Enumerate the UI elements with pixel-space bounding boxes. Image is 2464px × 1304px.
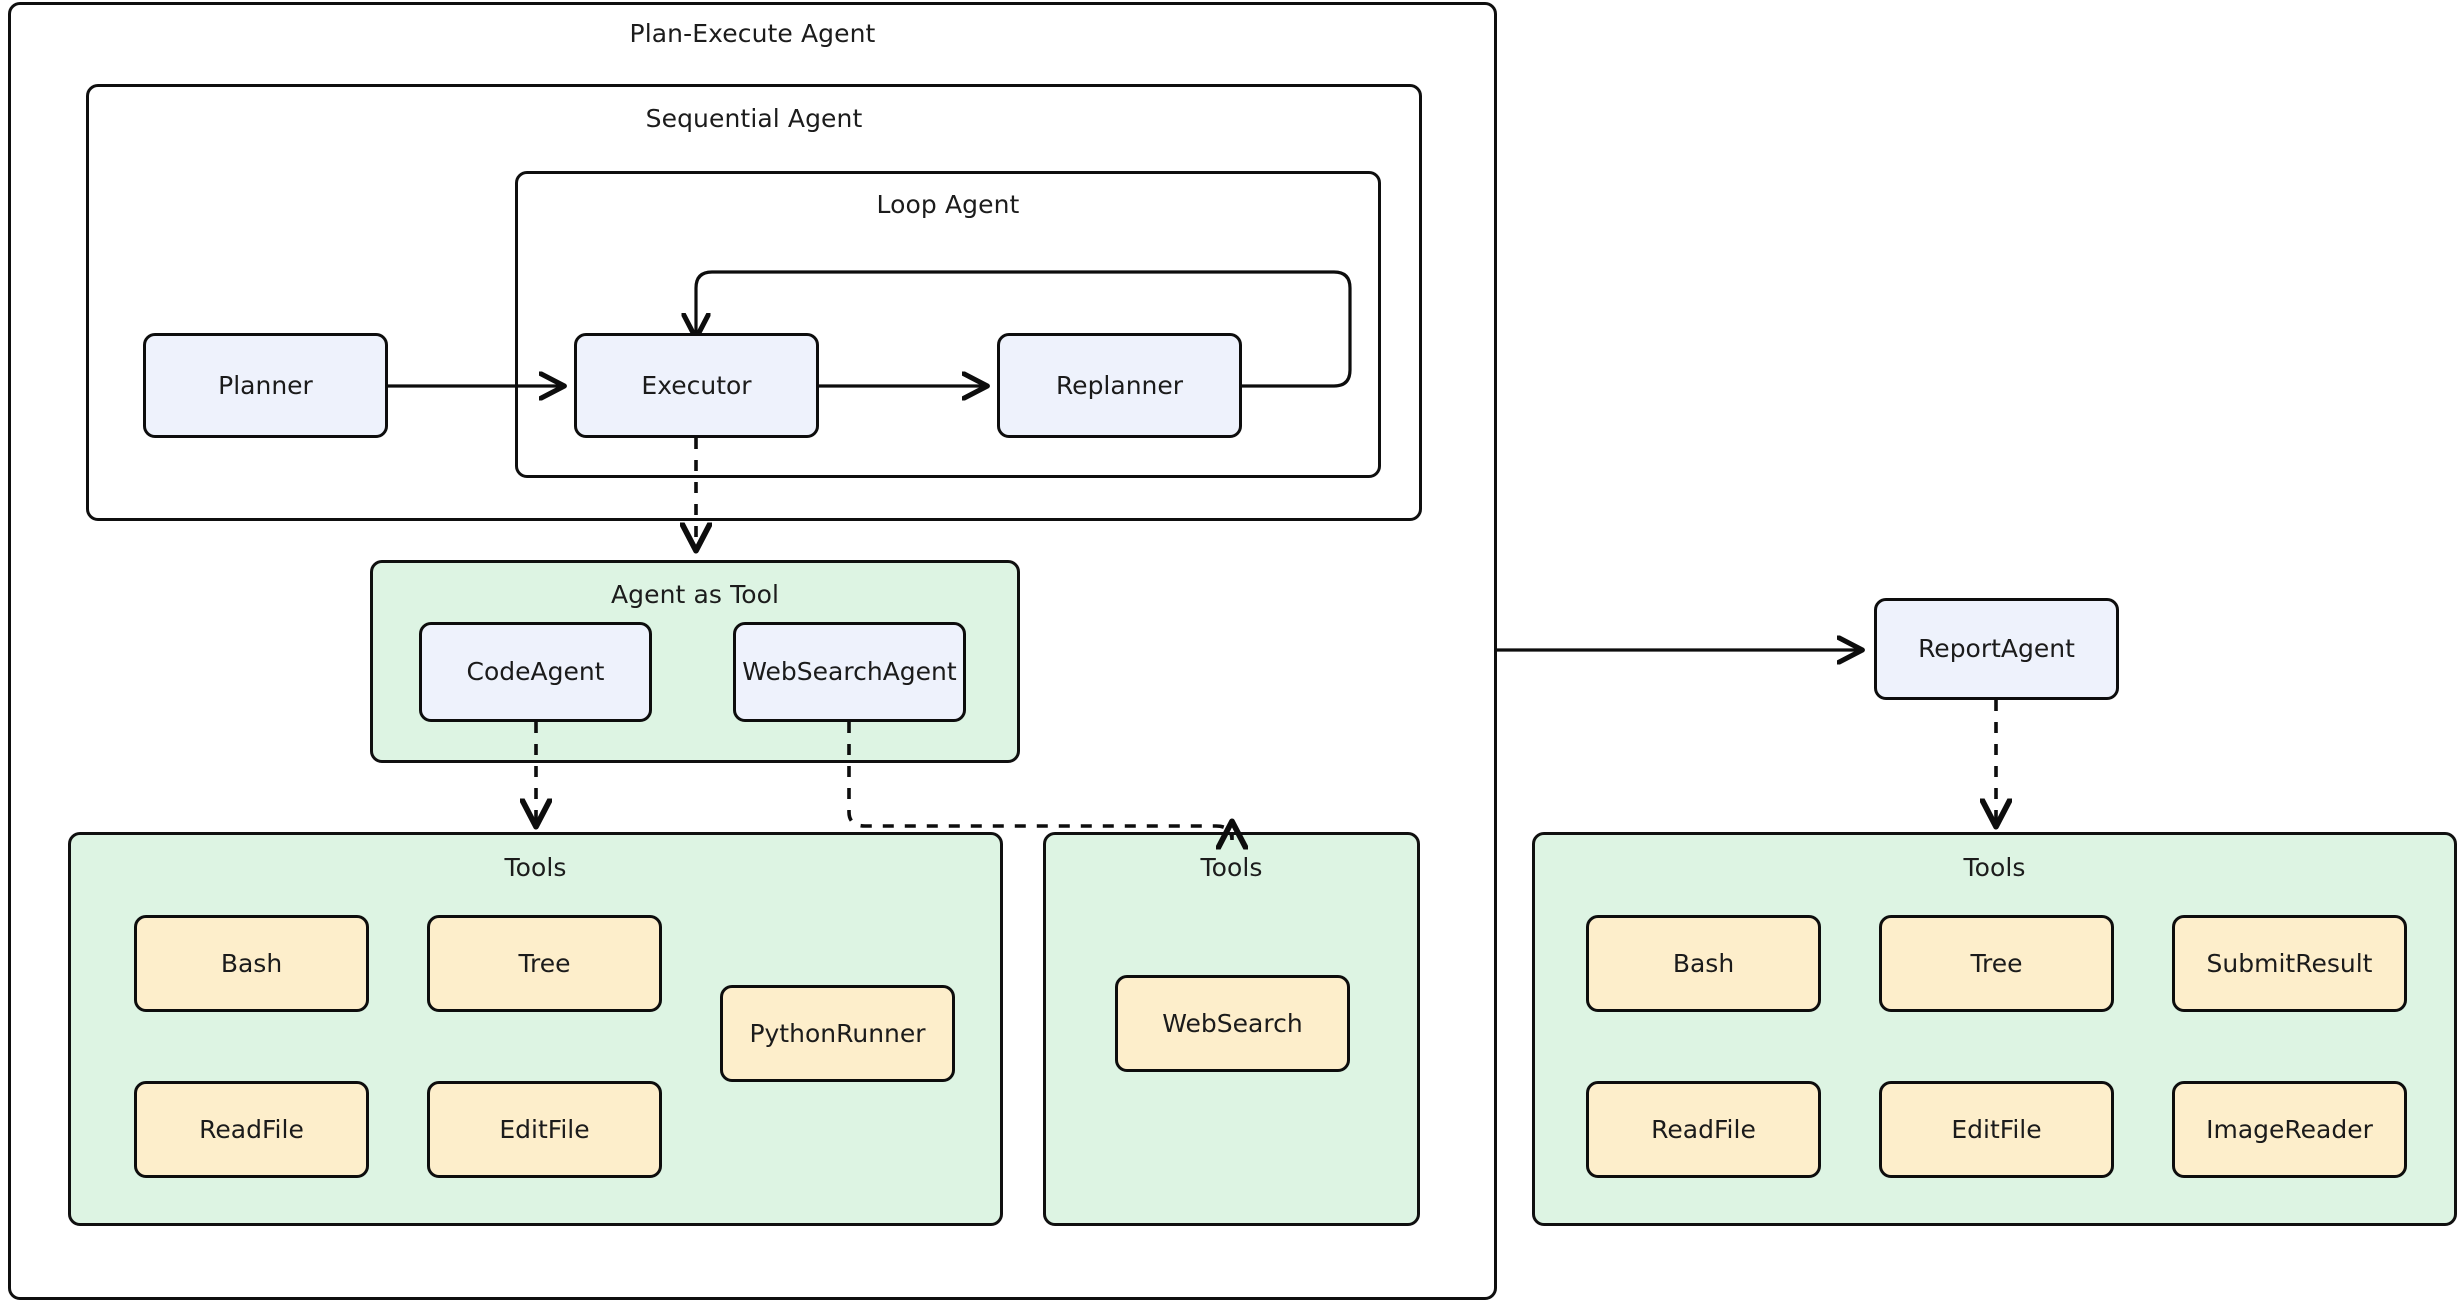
tool-chip-label: ImageReader <box>2206 1114 2373 1144</box>
container-title-tools-report: Tools <box>1963 853 2026 882</box>
container-title-agent-as-tool: Agent as Tool <box>610 580 780 609</box>
node-planner-label: Planner <box>218 370 313 400</box>
tool-chip-label: Tree <box>1970 948 2023 978</box>
tool-chip-label: ReadFile <box>1651 1114 1756 1144</box>
node-executor-label: Executor <box>641 370 752 400</box>
tool-chip-submitresult[interactable]: SubmitResult <box>2172 915 2407 1012</box>
tool-chip-label: Bash <box>220 948 283 978</box>
tool-chip-label: PythonRunner <box>749 1018 926 1048</box>
tool-chip-tree-code[interactable]: Tree <box>427 915 662 1012</box>
node-planner[interactable]: Planner <box>143 333 388 438</box>
tool-chip-readfile-code[interactable]: ReadFile <box>134 1081 369 1178</box>
tool-chip-label: Bash <box>1672 948 1735 978</box>
container-title-tools-code: Tools <box>504 853 567 882</box>
container-title-plan-execute-agent: Plan-Execute Agent <box>629 19 876 48</box>
tool-chip-bash-report[interactable]: Bash <box>1586 915 1821 1012</box>
tool-chip-label: Tree <box>518 948 571 978</box>
node-replanner-label: Replanner <box>1055 370 1184 400</box>
node-replanner[interactable]: Replanner <box>997 333 1242 438</box>
container-title-loop-agent: Loop Agent <box>876 190 1020 219</box>
tool-chip-editfile-code[interactable]: EditFile <box>427 1081 662 1178</box>
tool-chip-label: ReadFile <box>199 1114 304 1144</box>
node-code-agent-label: CodeAgent <box>466 657 605 687</box>
tool-chip-imagereader[interactable]: ImageReader <box>2172 1081 2407 1178</box>
container-title-tools-websearch: Tools <box>1200 853 1263 882</box>
tool-chip-websearch[interactable]: WebSearch <box>1115 975 1350 1072</box>
tool-chip-label: SubmitResult <box>2206 948 2373 978</box>
tool-chip-tree-report[interactable]: Tree <box>1879 915 2114 1012</box>
node-report-agent-label: ReportAgent <box>1918 634 2075 664</box>
tool-chip-label: EditFile <box>499 1114 590 1144</box>
node-web-search-agent[interactable]: WebSearchAgent <box>733 622 966 722</box>
node-code-agent[interactable]: CodeAgent <box>419 622 652 722</box>
container-title-sequential-agent: Sequential Agent <box>645 104 863 133</box>
node-report-agent[interactable]: ReportAgent <box>1874 598 2119 700</box>
tool-chip-editfile-report[interactable]: EditFile <box>1879 1081 2114 1178</box>
node-web-search-agent-label: WebSearchAgent <box>742 657 957 687</box>
tool-chip-readfile-report[interactable]: ReadFile <box>1586 1081 1821 1178</box>
tool-chip-label: WebSearch <box>1162 1008 1303 1038</box>
tool-chip-bash-code[interactable]: Bash <box>134 915 369 1012</box>
tool-chip-label: EditFile <box>1951 1114 2042 1144</box>
node-executor[interactable]: Executor <box>574 333 819 438</box>
tool-chip-pythonrunner[interactable]: PythonRunner <box>720 985 955 1082</box>
